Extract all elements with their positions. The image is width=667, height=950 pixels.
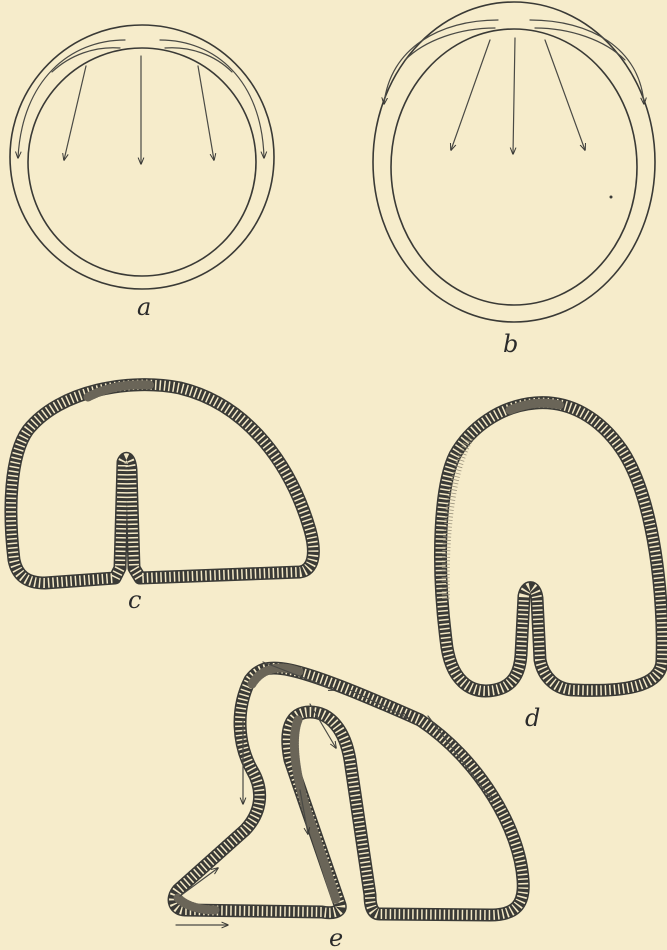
panel-e-embryo-wall xyxy=(174,668,523,915)
panel-b-arrow-center xyxy=(513,38,515,154)
panel-d-embryo-wall xyxy=(440,403,662,691)
panel-e-label: e xyxy=(329,924,343,950)
panel-a-arrow-right xyxy=(198,66,214,160)
panel-c-embryo-wall xyxy=(11,385,313,583)
panel-a: a xyxy=(10,25,274,321)
panel-c-label: c xyxy=(128,586,141,614)
panel-e: e xyxy=(174,662,523,950)
panel-c-embryo-wall-fill xyxy=(11,385,313,583)
panel-b: b xyxy=(373,2,655,358)
panel-b-arrow-left xyxy=(451,40,490,150)
panel-b-left-flow-arrow xyxy=(384,20,498,104)
panel-a-inner-membrane xyxy=(28,48,256,276)
panel-d: d xyxy=(440,403,662,732)
panel-b-arrow-right xyxy=(545,40,585,150)
panel-d-label: d xyxy=(525,704,540,732)
panel-c: c xyxy=(11,385,313,614)
panel-a-arrow-left xyxy=(64,66,86,160)
panel-a-label: a xyxy=(137,293,151,321)
panel-d-embryo-wall-fill xyxy=(440,403,662,691)
panel-b-label: b xyxy=(503,330,518,358)
panel-e-arrow-top-3 xyxy=(428,716,492,800)
panel-b-right-flow-arrow xyxy=(530,20,644,104)
panel-b-speck xyxy=(610,196,613,199)
panel-a-outer-membrane xyxy=(10,25,274,289)
